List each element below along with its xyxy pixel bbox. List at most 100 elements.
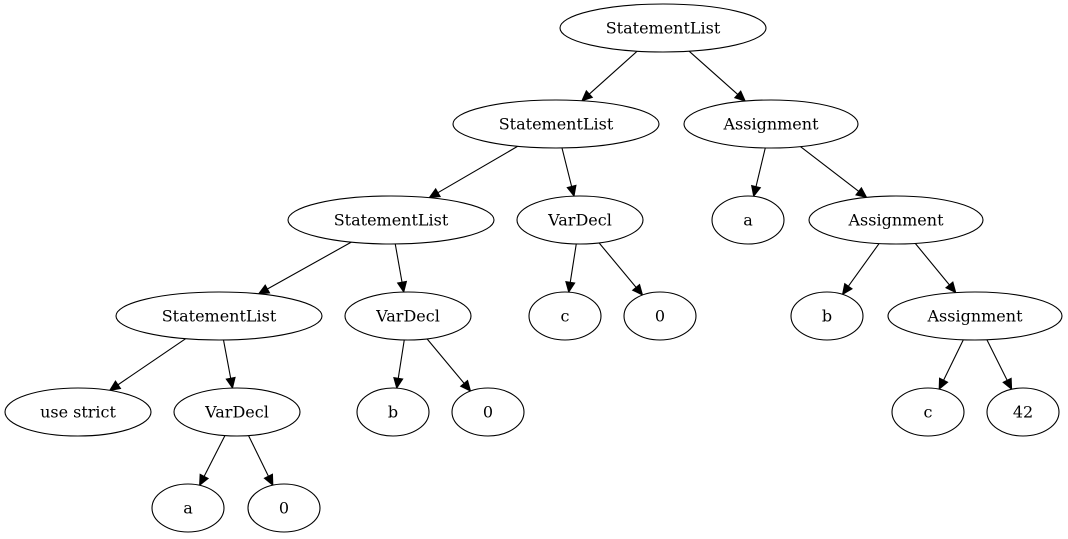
node-label: a: [743, 211, 753, 230]
tree-node-n5: VarDecl: [516, 195, 644, 245]
node-ellipse: [887, 291, 1063, 341]
node-label: StatementList: [162, 307, 277, 326]
edge-line: [914, 243, 950, 286]
arrowhead-icon: [938, 377, 949, 391]
node-ellipse: [559, 3, 767, 53]
edge-line: [569, 243, 577, 283]
node-ellipse: [683, 99, 859, 149]
tree-node-n12: b: [790, 291, 864, 341]
tree-node-n1: StatementList: [559, 3, 767, 53]
node-label: b: [388, 403, 398, 422]
node-ellipse: [623, 291, 697, 341]
edge-line: [986, 339, 1008, 381]
arrowhead-icon: [428, 187, 442, 199]
tree-node-n21: 0: [247, 483, 321, 533]
node-ellipse: [115, 291, 323, 341]
tree-edge-n9-n16: [393, 339, 405, 390]
tree-edge-n4-n9: [394, 243, 408, 294]
arrowhead-icon: [1002, 377, 1013, 391]
node-ellipse: [451, 387, 525, 437]
node-label: 0: [483, 403, 493, 422]
edge-line: [755, 147, 766, 187]
arrowhead-icon: [841, 282, 853, 296]
tree-node-n17: 0: [451, 387, 525, 437]
tree-edge-n8-n14: [108, 338, 186, 392]
tree-node-n16: b: [356, 387, 430, 437]
edge-line: [426, 338, 465, 384]
arrowhead-icon: [565, 280, 576, 294]
tree-edge-n5-n10: [565, 243, 577, 294]
edge-line: [222, 339, 232, 379]
edge-line: [688, 50, 739, 95]
node-ellipse: [516, 195, 644, 245]
tree-node-n8: StatementList: [115, 291, 323, 341]
tree-edge-n3-n6: [750, 147, 766, 198]
node-label: StatementList: [499, 115, 614, 134]
arrowhead-icon: [396, 280, 408, 294]
node-label: c: [561, 307, 570, 326]
edge-line: [117, 338, 186, 386]
node-label: Assignment: [926, 307, 1023, 326]
tree-node-n20: a: [151, 483, 225, 533]
node-ellipse: [173, 387, 301, 437]
node-ellipse: [528, 291, 602, 341]
tree-edge-n5-n11: [598, 242, 644, 296]
node-ellipse: [790, 291, 864, 341]
node-label: StatementList: [334, 211, 449, 230]
node-ellipse: [4, 387, 152, 437]
node-ellipse: [247, 483, 321, 533]
tree-edge-n13-n18: [938, 339, 964, 391]
tree-node-n15: VarDecl: [173, 387, 301, 437]
node-ellipse: [986, 387, 1060, 437]
node-label: VarDecl: [375, 307, 440, 326]
tree-edge-n2-n5: [561, 147, 577, 198]
tree-edge-n1-n3: [688, 50, 747, 102]
node-ellipse: [711, 195, 785, 245]
tree-node-n4: StatementList: [287, 195, 495, 245]
arrowhead-icon: [566, 184, 577, 198]
arrowhead-icon: [750, 184, 762, 198]
tree-edges: [108, 50, 1013, 487]
tree-edge-n2-n4: [428, 145, 518, 199]
tree-node-n10: c: [528, 291, 602, 341]
node-ellipse: [344, 291, 472, 341]
arrowhead-icon: [459, 379, 472, 392]
arrowhead-icon: [631, 283, 644, 296]
node-label: StatementList: [606, 19, 721, 38]
tree-node-n19: 42: [986, 387, 1060, 437]
node-label: b: [822, 307, 832, 326]
tree-node-n6: a: [711, 195, 785, 245]
node-label: a: [183, 499, 193, 518]
arrowhead-icon: [580, 89, 594, 102]
tree-node-n7: Assignment: [808, 195, 984, 245]
node-ellipse: [808, 195, 984, 245]
tree-node-n9: VarDecl: [344, 291, 472, 341]
node-ellipse: [891, 387, 965, 437]
edge-line: [847, 243, 880, 287]
edge-line: [588, 50, 638, 95]
arrowhead-icon: [199, 473, 210, 487]
node-label: Assignment: [722, 115, 819, 134]
node-label: VarDecl: [547, 211, 612, 230]
edge-line: [397, 339, 405, 379]
edge-line: [943, 339, 964, 381]
arrowhead-icon: [944, 281, 957, 294]
tree-edge-n1-n2: [580, 50, 638, 102]
edge-line: [598, 242, 637, 288]
tree-node-n18: c: [891, 387, 965, 437]
node-label: Assignment: [847, 211, 944, 230]
tree-edge-n9-n17: [426, 338, 472, 392]
node-ellipse: [452, 99, 660, 149]
tree-node-n2: StatementList: [452, 99, 660, 149]
arrowhead-icon: [855, 186, 868, 199]
tree-edge-n7-n13: [914, 243, 957, 294]
node-label: 42: [1013, 403, 1033, 422]
edge-line: [203, 435, 226, 477]
node-ellipse: [151, 483, 225, 533]
tree-edge-n4-n8: [257, 241, 352, 295]
arrowhead-icon: [393, 376, 404, 390]
tree-node-n3: Assignment: [683, 99, 859, 149]
node-label: use strict: [40, 403, 116, 422]
edge-line: [248, 435, 269, 477]
